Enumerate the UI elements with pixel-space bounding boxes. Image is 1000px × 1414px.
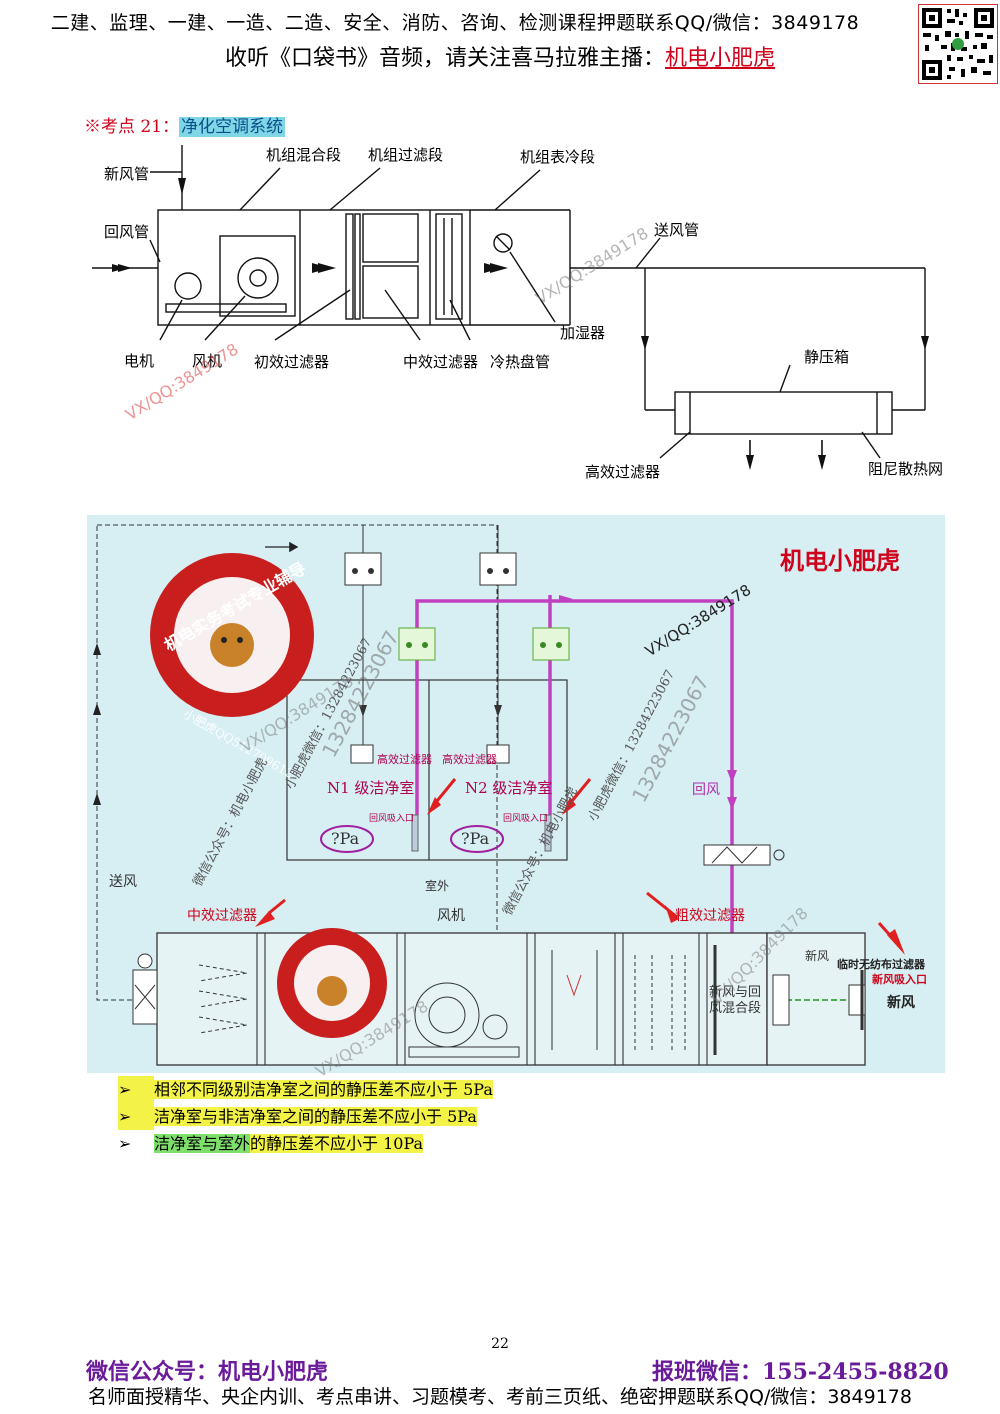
label-fan: 风机 (437, 908, 465, 924)
label-hepa-2: 高效过滤器 (442, 753, 497, 766)
section-title: ※考点 21：净化空调系统 (84, 112, 286, 137)
label-filter-section: 机组过滤段 (368, 146, 444, 164)
label-medium-filter: 中效过滤器 (403, 353, 479, 371)
page-number: 22 (491, 1336, 509, 1352)
label-mixing-section: 机组混合段 (266, 146, 342, 164)
label-plenum-box: 静压箱 (804, 348, 850, 366)
footer-line: 名师面授精华、央企内训、考点串讲、习题模考、考前三页纸、绝密押题联系QQ/微信：… (88, 1386, 912, 1408)
label-outdoor: 室外 (425, 879, 450, 893)
list-item: ➢洁净室与非洁净室之间的静压差不应小于 5Pa (118, 1103, 493, 1130)
cleanroom-system-diagram: 机电小肥虎 机电实务考试专业辅导 小肥虎QQ512709612 高效过滤器 高效… (87, 515, 945, 1081)
bullet-marker: ➢ (118, 1103, 154, 1130)
seal-icon (150, 553, 314, 717)
label-coarse-filter: 粗效过滤器 (675, 908, 745, 924)
bullet-text-rest: 的静压差不应小于 10Pa (250, 1134, 424, 1153)
label-room-n2: N2 级洁净室 (465, 779, 553, 797)
bullet-marker: ➢ (118, 1076, 154, 1103)
seal-icon-small (277, 928, 387, 1038)
bullet-text: 相邻不同级别洁净室之间的静压差不应小于 5Pa (154, 1080, 493, 1099)
qr-code-icon (918, 4, 998, 84)
host-name-link[interactable]: 机电小肥虎 (665, 46, 776, 71)
bullet-marker: ➢ (118, 1134, 132, 1153)
label-mixing: 新风与回风混合段 (709, 985, 762, 1016)
label-temp-filter: 临时无纺布过滤器 (837, 958, 925, 971)
label-pressure-1: ?Pa (331, 829, 360, 848)
header-prefix: 收听《口袋书》音频，请关注喜马拉雅主播： (224, 46, 665, 71)
label-hepa-1: 高效过滤器 (377, 753, 432, 766)
label-medium-filter: 中效过滤器 (187, 908, 257, 924)
label-fresh-inlet: 新风吸入口 (872, 973, 927, 986)
label-humidifier: 加湿器 (560, 324, 606, 342)
section-prefix: ※考点 21： (84, 117, 180, 137)
label-supply: 送风 (109, 874, 137, 890)
footer-signup: 报班微信：155-2455-8820 (652, 1359, 949, 1385)
label-return-inlet-2: 回风吸入口 (503, 814, 549, 824)
label-room-n1: N1 级洁净室 (327, 779, 415, 797)
section-highlight-title: 净化空调系统 (179, 117, 286, 137)
brand-title: 机电小肥虎 (780, 546, 900, 575)
label-fresh-short: 新风 (805, 949, 830, 963)
label-hepa-filter: 高效过滤器 (585, 463, 661, 481)
label-return: 回风 (692, 782, 720, 798)
list-item: ➢相邻不同级别洁净室之间的静压差不应小于 5Pa (118, 1076, 493, 1103)
footer-wechat: 微信公众号：机电小肥虎 (86, 1359, 329, 1385)
bullet-text: 洁净室与非洁净室之间的静压差不应小于 5Pa (154, 1107, 477, 1126)
label-fan: 风机 (192, 352, 223, 370)
label-damping-heat-net: 阻尼散热网 (868, 460, 944, 478)
label-motor: 电机 (124, 352, 155, 370)
label-supply-air-pipe: 送风管 (654, 221, 700, 239)
bullet-text-highlight: 洁净室与室外 (154, 1134, 251, 1153)
ahu-schematic-diagram (92, 145, 929, 470)
header-line-2: 收听《口袋书》音频，请关注喜马拉雅主播：机电小肥虎 (0, 40, 1000, 72)
label-cooling-section: 机组表冷段 (520, 148, 596, 166)
label-return-air-pipe: 回风管 (104, 223, 150, 241)
label-coil: 冷热盘管 (490, 353, 551, 371)
label-primary-filter: 初效过滤器 (254, 353, 330, 371)
bullet-list: ➢相邻不同级别洁净室之间的静压差不应小于 5Pa ➢洁净室与非洁净室之间的静压差… (118, 1076, 493, 1157)
list-item: ➢ 洁净室与室外的静压差不应小于 10Pa (118, 1130, 493, 1157)
label-pressure-2: ?Pa (461, 829, 490, 848)
label-fresh-air-pipe: 新风管 (104, 165, 150, 183)
label-fresh: 新风 (887, 995, 915, 1011)
label-return-inlet-1: 回风吸入口 (369, 814, 415, 824)
header-line-1: 二建、监理、一建、一造、二造、安全、消防、咨询、检测课程押题联系QQ/微信：38… (50, 12, 860, 34)
